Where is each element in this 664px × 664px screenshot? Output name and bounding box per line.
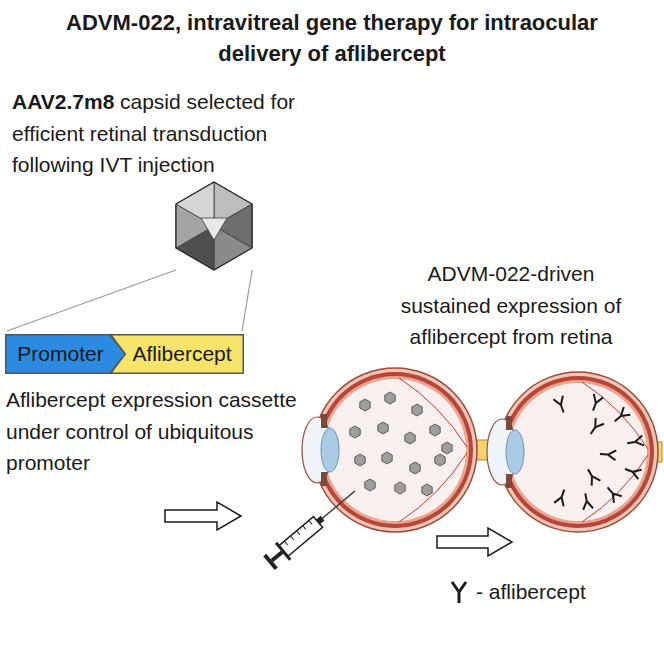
legend-row: - aflibercept <box>448 578 586 606</box>
capsid-particle <box>378 422 388 434</box>
capsid-note: AAV2.7m8capsid selected for efficient re… <box>12 86 310 181</box>
capsid-particle <box>350 426 360 438</box>
process-arrow <box>165 502 241 530</box>
retinal-vessel <box>399 378 467 447</box>
retinal-vessel <box>582 455 648 522</box>
flange <box>275 542 291 561</box>
box-fill <box>6 335 126 374</box>
capsid-particle <box>382 452 392 464</box>
aflibercept-symbol <box>588 394 603 412</box>
retinal-vessel <box>399 453 467 522</box>
cassette-note: Aflibercept expression cassette under co… <box>6 384 298 479</box>
capsid-name: AAV2.7m8 <box>12 90 114 113</box>
iris <box>506 474 512 488</box>
aflibercept-symbol <box>452 582 466 603</box>
sclera <box>498 372 658 532</box>
capsid-particle <box>412 404 422 416</box>
capsid-particle <box>442 442 452 454</box>
capsid-particle <box>355 454 365 466</box>
capsid-particle <box>395 482 405 494</box>
graduation <box>284 541 287 545</box>
eye-expressing <box>487 372 662 532</box>
retina <box>506 380 650 524</box>
capsid-particle <box>405 432 415 444</box>
capsid-particle <box>360 399 370 411</box>
syringe <box>262 483 362 572</box>
graduation <box>303 526 306 530</box>
aflibercept-symbol <box>626 436 643 449</box>
capsid-particle <box>365 479 375 491</box>
gene-box: Aflibercept <box>110 334 244 374</box>
barrel <box>279 517 322 557</box>
choroid <box>502 376 654 528</box>
legend-symbol <box>448 579 470 605</box>
graduation <box>309 520 312 524</box>
legend-text: - aflibercept <box>476 580 586 604</box>
eye-injected <box>302 368 491 532</box>
aflibercept-symbol <box>587 418 604 437</box>
title: ADVM-022, intravitreal gene therapy for … <box>40 8 624 70</box>
box-label: Promoter <box>5 334 126 374</box>
promoter-box: Promoter <box>5 334 126 374</box>
leader-line <box>7 270 176 331</box>
expression-description: ADVM-022-driven sustained expression of … <box>401 262 622 348</box>
expression-note: ADVM-022-driven sustained expression of … <box>380 258 642 353</box>
arrow-outline <box>165 502 241 530</box>
aflibercept-symbol <box>554 488 569 506</box>
capsid-facet <box>201 218 227 240</box>
capsid-particle <box>430 424 440 436</box>
choroid <box>317 372 473 528</box>
iris <box>321 472 327 486</box>
iris <box>506 416 512 430</box>
capsid-particle <box>435 454 445 466</box>
retina <box>321 376 469 524</box>
aflibercept-symbol <box>623 464 641 479</box>
lens <box>321 428 339 472</box>
aflibercept-symbol <box>553 396 568 414</box>
aflibercept-symbol <box>604 484 622 503</box>
sclera <box>313 368 477 532</box>
capsid-outline <box>176 182 252 270</box>
leader-line <box>242 270 252 331</box>
capsid-icosahedron <box>176 182 252 270</box>
capsid-particle <box>410 462 420 474</box>
iris <box>321 414 327 428</box>
cassette-description: Aflibercept expression cassette under co… <box>6 388 297 474</box>
aflibercept-symbol <box>584 467 601 486</box>
box-label: Aflibercept <box>110 334 244 374</box>
arrow-outline <box>437 528 512 556</box>
box-fill <box>111 335 244 374</box>
graduation <box>291 536 294 540</box>
retinal-vessel <box>582 382 648 449</box>
aflibercept-symbol <box>612 407 631 425</box>
vitreous <box>509 383 647 521</box>
graduation <box>297 531 300 535</box>
capsid-facet <box>214 226 252 270</box>
capsid-particle <box>422 484 432 496</box>
process-arrow <box>437 528 512 556</box>
aflibercept-symbol <box>580 492 593 509</box>
aflibercept-symbol <box>599 449 616 460</box>
capsid-particle <box>385 392 395 404</box>
lens <box>506 430 524 474</box>
plunger-end <box>263 554 278 570</box>
needle <box>323 491 355 518</box>
